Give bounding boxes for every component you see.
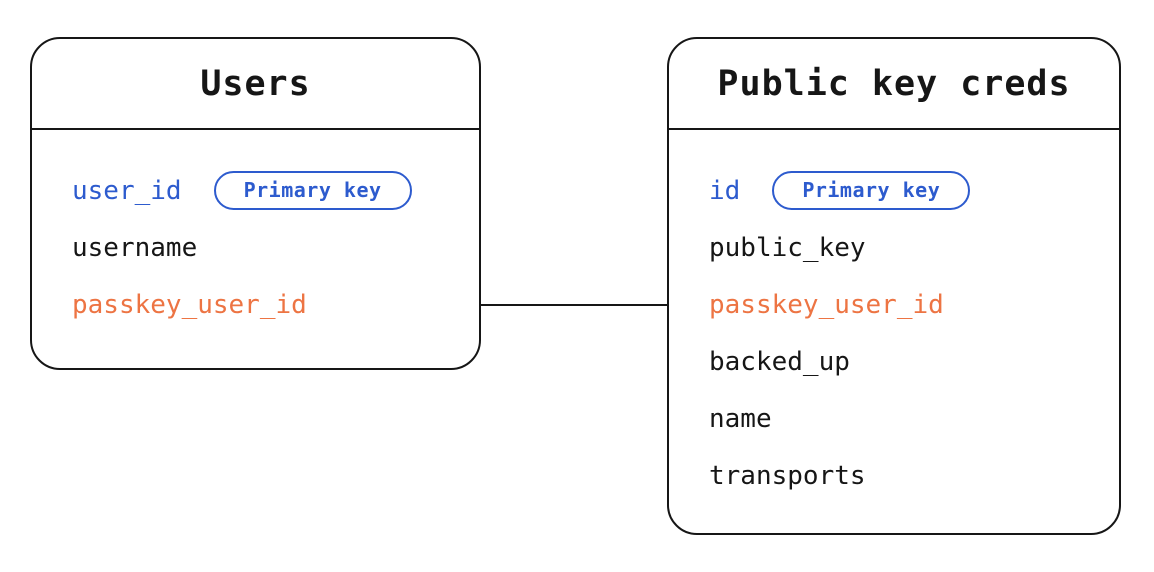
field-row-username: username	[72, 219, 479, 276]
field-id: id	[709, 175, 741, 206]
field-row-user-id: user_id Primary key	[72, 162, 479, 219]
field-name: name	[709, 403, 772, 434]
field-passkey-user-id: passkey_user_id	[72, 289, 307, 320]
primary-key-badge: Primary key	[772, 171, 971, 210]
table-public-key-creds: Public key creds id Primary key public_k…	[667, 37, 1121, 535]
table-users-fields: user_id Primary key username passkey_use…	[32, 130, 479, 333]
field-backed-up: backed_up	[709, 346, 850, 377]
primary-key-badge: Primary key	[213, 171, 412, 210]
field-row-id: id Primary key	[709, 162, 1119, 219]
field-row-backed-up: backed_up	[709, 333, 1119, 390]
field-username: username	[72, 232, 198, 263]
field-row-public-key: public_key	[709, 219, 1119, 276]
field-row-passkey-user-id: passkey_user_id	[72, 276, 479, 333]
table-public-key-creds-title: Public key creds	[669, 39, 1119, 130]
field-transports: transports	[709, 460, 866, 491]
table-users-title: Users	[32, 39, 479, 130]
table-users: Users user_id Primary key username passk…	[30, 37, 481, 370]
relationship-line	[479, 304, 669, 306]
field-passkey-user-id: passkey_user_id	[709, 289, 944, 320]
field-row-passkey-user-id: passkey_user_id	[709, 276, 1119, 333]
field-row-transports: transports	[709, 447, 1119, 504]
field-row-name: name	[709, 390, 1119, 447]
field-user-id: user_id	[72, 175, 182, 206]
table-public-key-creds-fields: id Primary key public_key passkey_user_i…	[669, 130, 1119, 504]
field-public-key: public_key	[709, 232, 866, 263]
